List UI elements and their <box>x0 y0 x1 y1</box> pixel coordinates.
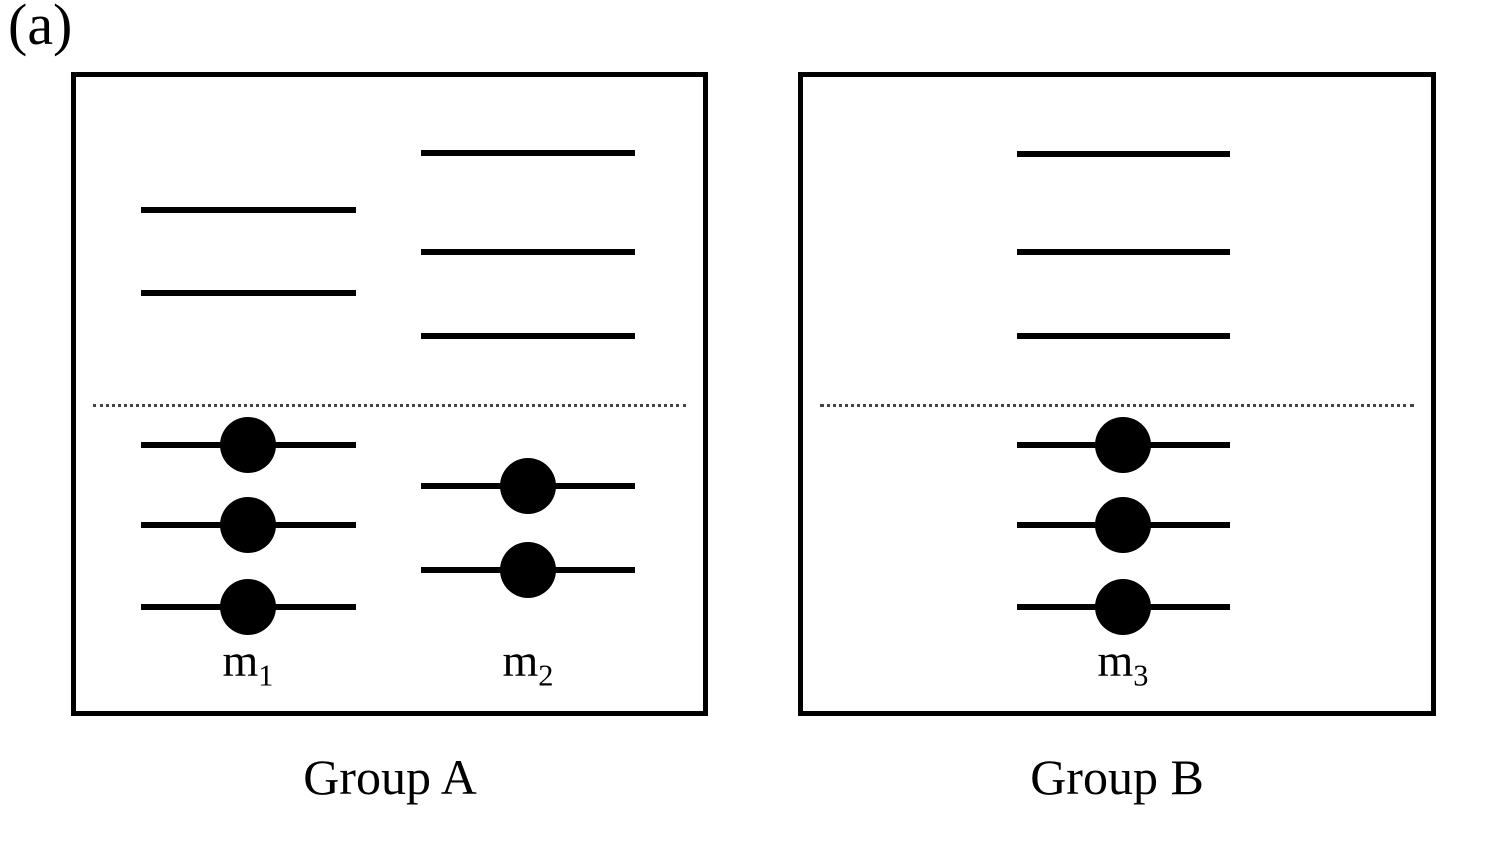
energy-level-empty <box>141 290 356 296</box>
group-panel <box>798 72 1436 716</box>
energy-level-empty <box>421 150 635 156</box>
occupancy-marker <box>500 542 556 598</box>
occupancy-marker <box>1095 579 1151 635</box>
energy-level-empty <box>141 207 356 213</box>
column-label-base: m <box>502 635 539 686</box>
group-panel <box>71 72 708 716</box>
occupancy-marker <box>220 417 276 473</box>
column-mass-label: m3 <box>1097 635 1149 691</box>
column-label-subscript: 2 <box>538 658 554 693</box>
occupancy-marker <box>500 458 556 514</box>
occupancy-marker <box>1095 417 1151 473</box>
column-mass-label: m2 <box>502 635 554 691</box>
column-label-subscript: 3 <box>1133 658 1149 693</box>
column-label-subscript: 1 <box>258 658 274 693</box>
occupancy-marker <box>220 579 276 635</box>
occupancy-marker <box>1095 497 1151 553</box>
energy-level-empty <box>1017 151 1230 157</box>
column-label-base: m <box>222 635 259 686</box>
energy-level-empty <box>421 333 635 339</box>
energy-level-empty <box>421 249 635 255</box>
fermi-level-line <box>93 404 686 407</box>
column-label-base: m <box>1097 635 1134 686</box>
fermi-level-line <box>820 404 1414 407</box>
energy-level-empty <box>1017 249 1230 255</box>
group-caption: Group A <box>303 749 477 805</box>
group-caption: Group B <box>1030 749 1204 805</box>
occupancy-marker <box>220 497 276 553</box>
column-mass-label: m1 <box>222 635 274 691</box>
figure-part-label: (a) <box>8 0 73 57</box>
energy-level-empty <box>1017 333 1230 339</box>
